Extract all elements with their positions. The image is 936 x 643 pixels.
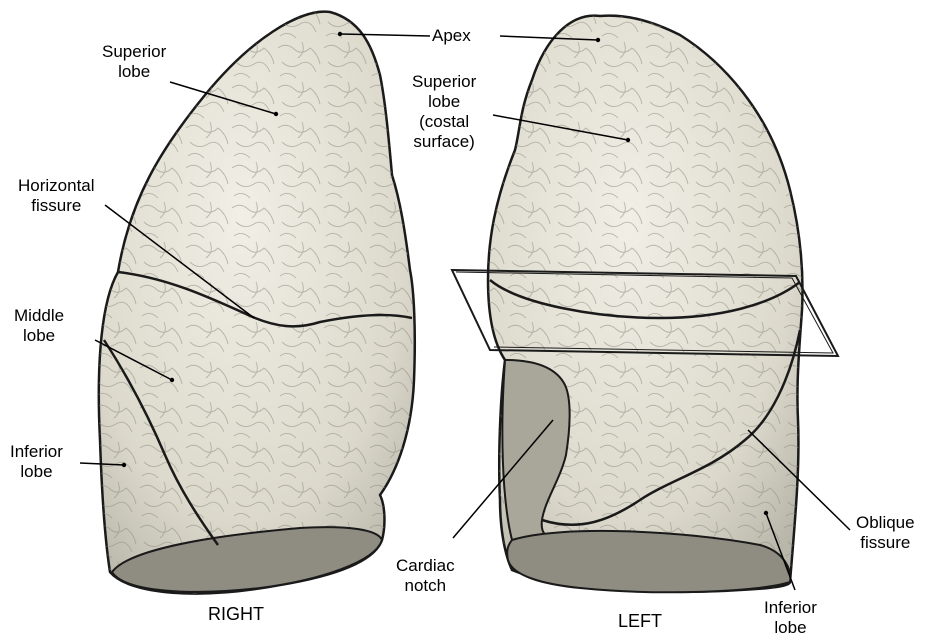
label-oblique-fissure: Oblique fissure	[856, 513, 915, 553]
left-superior-line1: Superior	[412, 72, 476, 92]
dot-left-inferior	[764, 511, 768, 515]
right-lung	[99, 12, 415, 594]
dot-apex-right	[338, 32, 342, 36]
left-inferior-line1: Inferior	[764, 598, 817, 618]
cardiac-notch-line2: notch	[396, 576, 455, 596]
oblique-fissure-line1: Oblique	[856, 513, 915, 533]
left-side-text: LEFT	[618, 611, 662, 631]
label-right-superior-lobe: Superior lobe	[102, 42, 166, 82]
dot-right-superior	[274, 112, 278, 116]
middle-lobe-line2: lobe	[14, 326, 64, 346]
label-left-superior-lobe: Superior lobe (costal surface)	[412, 72, 476, 152]
label-horizontal-fissure: Horizontal fissure	[18, 176, 95, 216]
left-superior-line4: surface)	[412, 132, 476, 152]
right-side-text: RIGHT	[208, 604, 264, 624]
label-left-side: LEFT	[618, 611, 662, 631]
dot-middle-lobe	[170, 378, 174, 382]
dot-left-superior	[626, 138, 630, 142]
right-superior-line1: Superior	[102, 42, 166, 62]
label-right-side: RIGHT	[208, 604, 264, 624]
label-left-inferior-lobe: Inferior lobe	[764, 598, 817, 638]
left-superior-line3: (costal	[412, 112, 476, 132]
label-right-inferior-lobe: Inferior lobe	[10, 442, 63, 482]
horizontal-fissure-line2: fissure	[18, 196, 95, 216]
oblique-fissure-line2: fissure	[856, 533, 915, 553]
label-middle-lobe: Middle lobe	[14, 306, 64, 346]
left-inferior-line2: lobe	[764, 618, 817, 638]
apex-text: Apex	[432, 26, 471, 46]
label-apex: Apex	[432, 26, 471, 46]
left-superior-line2: lobe	[412, 92, 476, 112]
label-cardiac-notch: Cardiac notch	[396, 556, 455, 596]
right-superior-line2: lobe	[102, 62, 166, 82]
middle-lobe-line1: Middle	[14, 306, 64, 326]
cardiac-notch-line1: Cardiac	[396, 556, 455, 576]
dot-apex-left	[596, 38, 600, 42]
right-inferior-line1: Inferior	[10, 442, 63, 462]
left-lung	[452, 16, 838, 593]
right-inferior-line2: lobe	[10, 462, 63, 482]
dot-right-inferior	[122, 463, 126, 467]
horizontal-fissure-line1: Horizontal	[18, 176, 95, 196]
